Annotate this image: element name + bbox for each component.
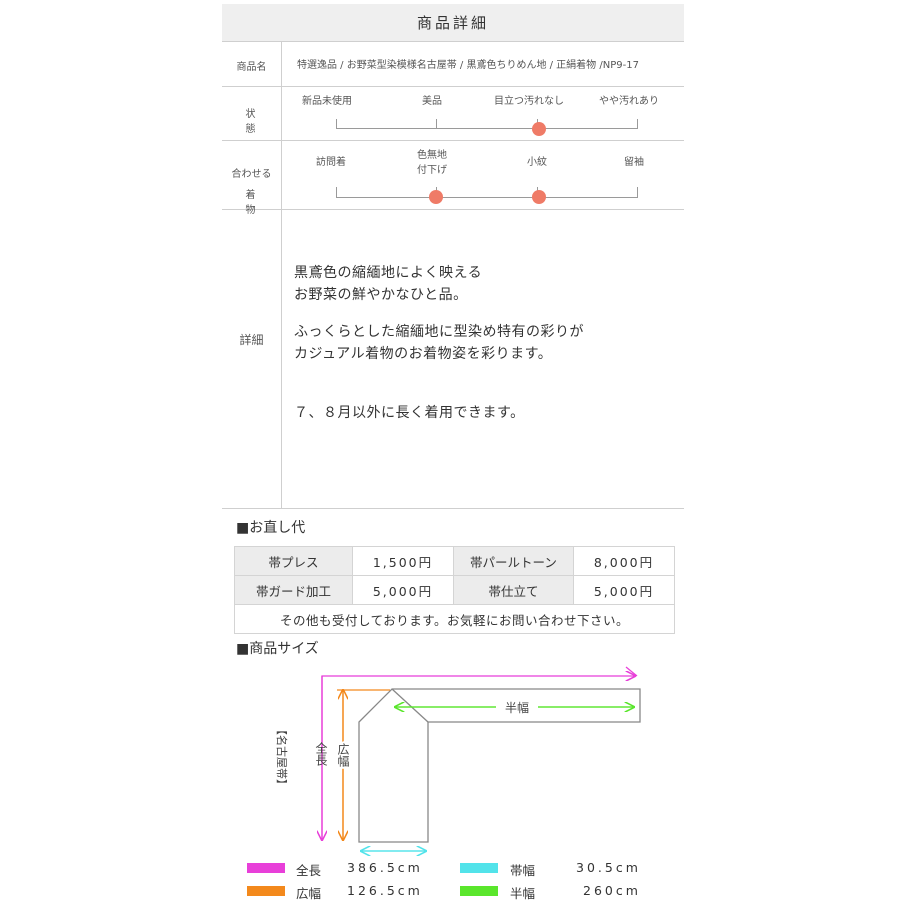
legend-label: 広幅 bbox=[296, 886, 322, 900]
product-name-label: 商品名 bbox=[236, 62, 267, 73]
scale-tick bbox=[637, 187, 638, 197]
match-option-line: 色無地 bbox=[417, 150, 447, 161]
price-label: 帯ガード加工 bbox=[234, 575, 353, 605]
divider bbox=[222, 140, 684, 141]
scale-track bbox=[336, 197, 638, 198]
details-line: ７、８月以外に長く着用できます。 bbox=[294, 405, 525, 421]
divider bbox=[222, 508, 684, 509]
obi-outline bbox=[358, 688, 641, 843]
price-label: 帯仕立て bbox=[453, 575, 574, 605]
legend-value: 30.5cm bbox=[576, 860, 641, 875]
details-line: カジュアル着物のお着物姿を彩ります。 bbox=[294, 346, 553, 362]
match-label-line2: 着 物 bbox=[245, 190, 290, 216]
legend-label: 全長 bbox=[296, 863, 322, 878]
legend-swatch-obi-width bbox=[460, 863, 498, 873]
size-title: ■商品サイズ bbox=[236, 641, 319, 657]
condition-option: やや汚れあり bbox=[599, 96, 659, 107]
match-option-line: 付下げ bbox=[417, 165, 447, 176]
half-width-label: 半幅 bbox=[505, 700, 529, 715]
page-title: 商品詳細 bbox=[222, 4, 684, 42]
legend-value: 126.5cm bbox=[347, 883, 423, 898]
divider bbox=[281, 42, 282, 508]
scale-tick bbox=[436, 119, 437, 129]
legend-value: 386.5cm bbox=[347, 860, 423, 875]
divider bbox=[222, 209, 684, 210]
match-label-line1: 合わせる bbox=[231, 169, 272, 180]
price-label: 帯パールトーン bbox=[453, 546, 574, 576]
price-value: 8,000円 bbox=[573, 546, 675, 576]
obi-fold-line bbox=[391, 688, 429, 723]
condition-option: 新品未使用 bbox=[302, 96, 352, 107]
total-length-label: 全長 bbox=[314, 741, 328, 766]
match-option: 色無地付下げ bbox=[417, 148, 447, 178]
legend-swatch-total bbox=[247, 863, 285, 873]
price-value: 5,000円 bbox=[352, 575, 454, 605]
details-line: お野菜の鮮やかなひと品。 bbox=[294, 287, 468, 303]
legend-swatch-wide bbox=[247, 886, 285, 896]
total-length-cap bbox=[625, 666, 638, 677]
alteration-note: その他も受付しております。お気軽にお問い合わせ下さい。 bbox=[234, 604, 675, 634]
scale-tick bbox=[336, 187, 337, 197]
details-label: 詳細 bbox=[239, 333, 264, 347]
details-line: 黒鳶色の縮緬地によく映える bbox=[294, 265, 483, 281]
price-value: 1,500円 bbox=[352, 546, 454, 576]
scale-tick bbox=[637, 119, 638, 129]
condition-option: 美品 bbox=[422, 96, 442, 107]
selected-marker bbox=[429, 190, 443, 204]
condition-label: 状 態 bbox=[245, 109, 290, 135]
match-option: 訪問着 bbox=[316, 157, 346, 168]
legend-value: 260cm bbox=[583, 883, 641, 898]
obi-type-label: 【名古屋帯】 bbox=[275, 724, 289, 790]
scale-tick bbox=[336, 119, 337, 129]
wide-width-label: 広幅 bbox=[336, 743, 350, 768]
legend-label: 帯幅 bbox=[510, 863, 536, 878]
price-value: 5,000円 bbox=[573, 575, 675, 605]
details-line: ふっくらとした縮緬地に型染め特有の彩りが bbox=[294, 324, 584, 340]
divider bbox=[222, 86, 684, 87]
legend-label: 半幅 bbox=[510, 886, 536, 900]
table-row: その他も受付しております。お気軽にお問い合わせ下さい。 bbox=[234, 604, 675, 634]
legend-swatch-half bbox=[460, 886, 498, 896]
scale-track bbox=[336, 128, 638, 129]
half-width-label-bg bbox=[496, 698, 538, 716]
table-row: 帯プレス 1,500円 帯パールトーン 8,000円 bbox=[234, 546, 675, 576]
total-length-line bbox=[321, 676, 635, 840]
match-option: 小紋 bbox=[527, 157, 547, 168]
alteration-title: ■お直し代 bbox=[236, 520, 306, 536]
price-label: 帯プレス bbox=[234, 546, 353, 576]
product-name-value: 特選逸品 / お野菜型染模様名古屋帯 / 黒鳶色ちりめん地 / 正絹着物 /NP… bbox=[297, 60, 639, 71]
condition-option: 目立つ汚れなし bbox=[494, 96, 564, 107]
selected-marker bbox=[532, 190, 546, 204]
match-option: 留袖 bbox=[624, 157, 644, 168]
page-title-text: 商品詳細 bbox=[416, 14, 489, 32]
table-row: 帯ガード加工 5,000円 帯仕立て 5,000円 bbox=[234, 575, 675, 605]
price-table: 帯プレス 1,500円 帯パールトーン 8,000円 帯ガード加工 5,000円… bbox=[234, 546, 675, 634]
selected-marker bbox=[532, 122, 546, 136]
